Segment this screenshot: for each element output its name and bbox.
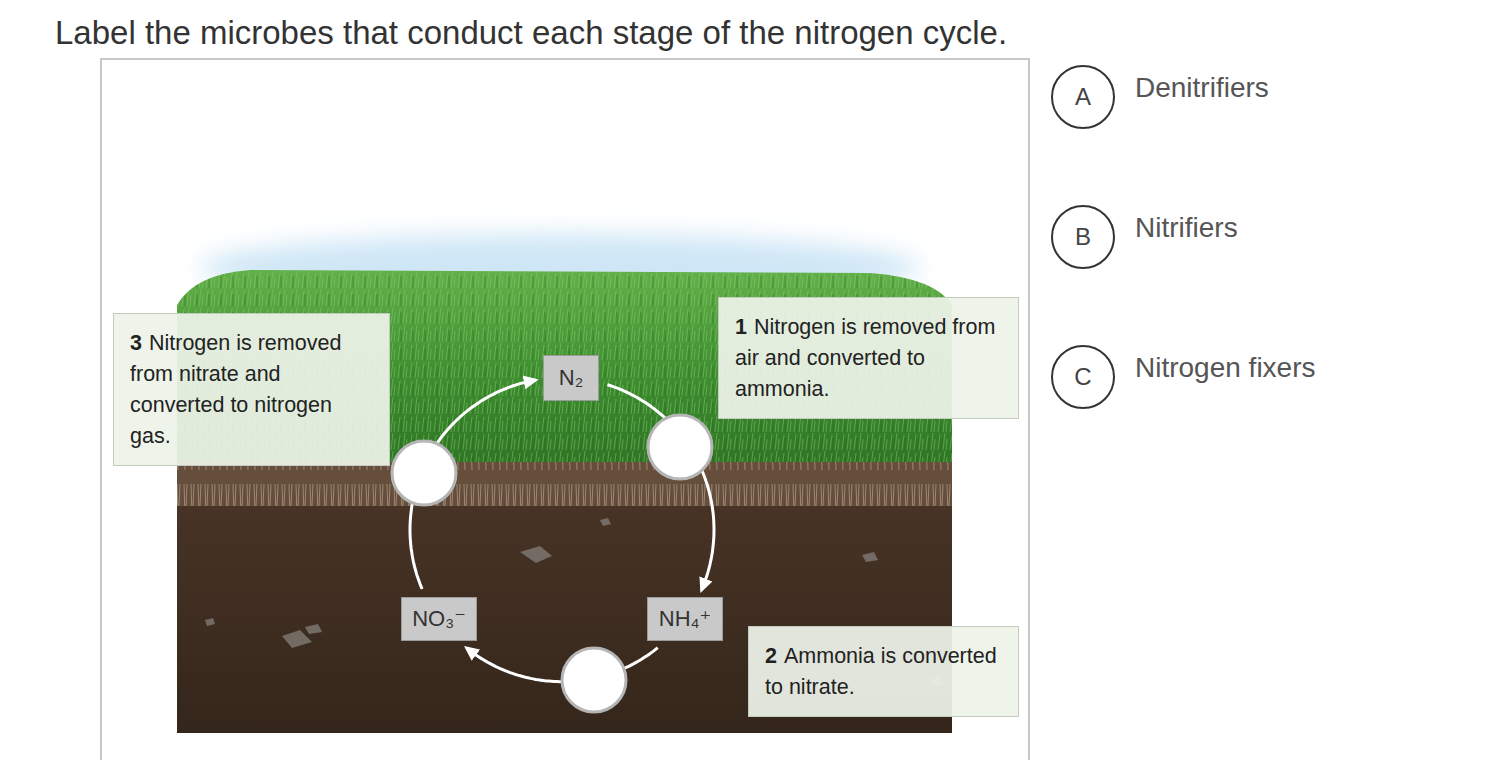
answer-choice: BNitrifiers: [1051, 205, 1115, 269]
step-description: Nitrogen is removed from air and convert…: [735, 315, 995, 401]
callout-number: 2: [765, 644, 777, 668]
step-description: Nitrogen is removed from nitrate and con…: [130, 331, 341, 448]
compound-formula: NO₃⁻: [412, 606, 466, 632]
choice-label: Nitrogen fixers: [1135, 352, 1316, 384]
choice-letter: A: [1075, 83, 1091, 111]
choice-label: Denitrifiers: [1135, 72, 1269, 104]
step-box: 3Nitrogen is removed from nitrate and co…: [113, 313, 390, 466]
step-text: 1Nitrogen is removed from air and conver…: [735, 312, 1002, 405]
answer-choice: ADenitrifiers: [1051, 65, 1115, 129]
choice-label: Nitrifiers: [1135, 212, 1238, 244]
step-description: Ammonia is converted to nitrate.: [765, 644, 997, 699]
callout-number: 1: [735, 315, 747, 339]
answer-choice: CNitrogen fixers: [1051, 345, 1115, 409]
compound-formula: N₂: [559, 365, 583, 391]
callout-number: 3: [130, 331, 142, 355]
compound-box: N₂: [543, 355, 599, 401]
compound-box: NH₄⁺: [647, 597, 723, 641]
choice-letter: B: [1075, 223, 1091, 251]
step-box: 2Ammonia is converted to nitrate.: [748, 626, 1019, 717]
choice-letter: C: [1074, 363, 1091, 391]
step-box: 1Nitrogen is removed from air and conver…: [718, 297, 1019, 419]
step-text: 3Nitrogen is removed from nitrate and co…: [130, 328, 373, 452]
cycle-arrow: [607, 385, 714, 590]
page-title: Label the microbes that conduct each sta…: [55, 14, 1007, 52]
compound-formula: NH₄⁺: [659, 606, 711, 632]
compound-box: NO₃⁻: [401, 597, 477, 641]
step-text: 2Ammonia is converted to nitrate.: [765, 641, 1002, 703]
